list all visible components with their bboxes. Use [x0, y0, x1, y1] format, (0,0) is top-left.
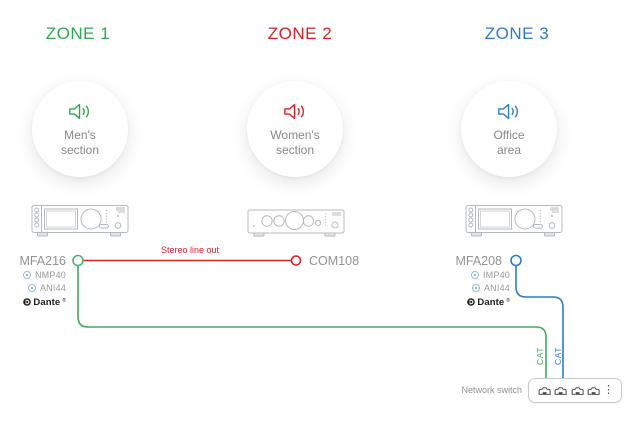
device-illustration-com108	[247, 209, 345, 237]
module-row: ANI44	[8, 282, 66, 295]
connector-dot-blue	[510, 254, 522, 267]
mfa208-modules: IMP40 ANI44 Dante ®	[452, 269, 510, 308]
cat-label-green: CAT	[535, 347, 545, 365]
zone1-area-label: Men's section	[60, 128, 100, 157]
registered-mark: ®	[506, 297, 510, 304]
zone3-area-label: Office area	[493, 128, 525, 157]
module-row: IMP40	[452, 269, 510, 282]
device-illustration-mfa208	[465, 205, 563, 237]
network-switch-label: Network switch	[461, 385, 522, 395]
module-label: ANI44	[39, 282, 66, 293]
module-label: ANI44	[483, 282, 510, 293]
zone2-title: ZONE 2	[267, 24, 333, 43]
mfa208-label: MFA208	[455, 254, 502, 268]
connector-dot-green	[72, 254, 84, 267]
speaker-icon	[498, 103, 518, 120]
zone2-area-circle: Women's section	[247, 81, 343, 177]
connector-dot-red	[290, 255, 302, 266]
ethernet-port-icon	[538, 387, 551, 395]
registered-mark: ®	[62, 297, 66, 304]
zone1-area-circle: Men's section	[32, 81, 128, 177]
module-bullet-icon	[22, 271, 31, 280]
dante-wordmark: Dante	[33, 296, 61, 308]
ellipsis-icon: ⋮	[603, 384, 614, 396]
zone3-area-circle: Office area	[461, 81, 557, 177]
module-bullet-icon	[471, 283, 480, 292]
dante-icon	[467, 298, 476, 306]
module-bullet-icon	[27, 283, 36, 292]
dante-icon	[23, 298, 32, 306]
mfa216-label: MFA216	[19, 254, 66, 268]
network-switch-box: ⋮	[528, 378, 622, 403]
ethernet-port-icon	[587, 387, 600, 395]
module-row: NMP40	[8, 269, 66, 282]
zone3-title: ZONE 3	[484, 24, 550, 43]
mfa216-modules: NMP40 ANI44 Dante ®	[8, 269, 66, 308]
com108-label: COM108	[309, 254, 360, 268]
stereo-line-out-label: Stereo line out	[160, 245, 220, 255]
module-label: IMP40	[482, 270, 510, 281]
module-row: ANI44	[452, 282, 510, 295]
dante-wordmark: Dante	[477, 296, 505, 308]
dante-logo: Dante ®	[452, 297, 510, 308]
device-illustration-mfa216	[31, 205, 129, 237]
speaker-icon	[284, 103, 304, 120]
zone2-area-label: Women's section	[270, 128, 320, 157]
dante-logo: Dante ®	[8, 297, 66, 308]
module-bullet-icon	[470, 271, 479, 280]
ethernet-port-icon	[571, 387, 584, 395]
zone1-title: ZONE 1	[45, 24, 111, 43]
ethernet-port-icon	[554, 387, 567, 395]
module-label: NMP40	[34, 270, 66, 281]
speaker-icon	[69, 103, 89, 120]
cat-label-blue: CAT	[553, 347, 563, 365]
